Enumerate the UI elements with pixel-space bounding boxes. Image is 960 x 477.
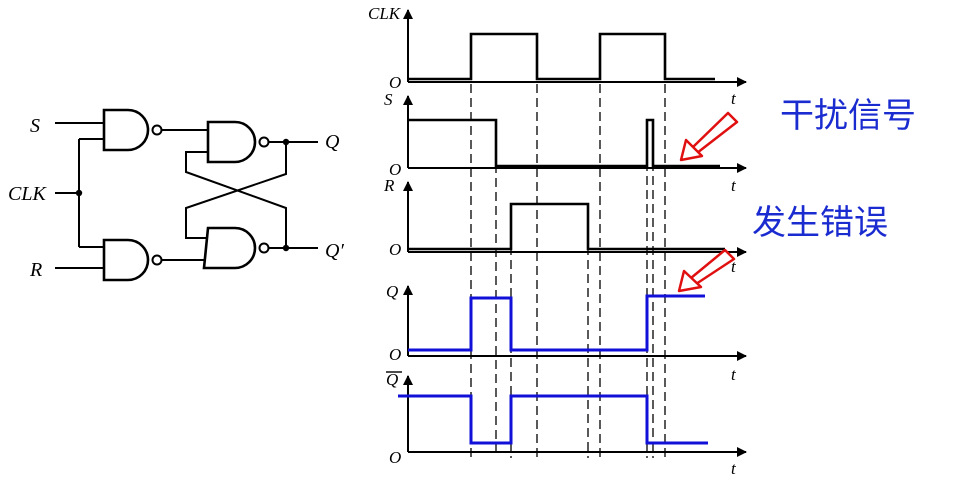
- s-axis-label: S: [384, 90, 393, 109]
- nand-bubble-q: [258, 136, 270, 148]
- output-q-label: Q: [325, 131, 340, 153]
- time-label-q: t: [731, 365, 737, 384]
- origin-qbar: O: [389, 448, 401, 467]
- nand-bubble-r: [151, 254, 163, 266]
- error-arrow-icon: [677, 248, 736, 293]
- feedback-qn-to-top: [185, 151, 287, 248]
- nand-gate-q: [206, 120, 257, 164]
- time-label-r: t: [731, 257, 737, 276]
- input-s-label: S: [30, 115, 40, 137]
- clk-junction: [75, 189, 83, 197]
- interference-annotation: 干扰信号: [780, 96, 916, 136]
- output-qn-label: Q′: [325, 240, 344, 262]
- nand-bubble-qn: [258, 242, 270, 254]
- q-axis-label: Q: [386, 282, 398, 301]
- nand-gate-r: [102, 238, 150, 282]
- r-axis-label: R: [383, 176, 395, 195]
- time-label-s: t: [731, 176, 737, 195]
- interference-arrow-icon: [679, 111, 739, 162]
- feedback-q-to-bottom: [185, 142, 287, 239]
- q-waveform: [408, 294, 705, 352]
- input-r-label: R: [29, 259, 42, 281]
- clk-waveform: [408, 32, 715, 81]
- time-label-qbar: t: [731, 459, 737, 477]
- time-label-clk: t: [731, 89, 737, 108]
- clk-axis-label: CLK: [368, 4, 402, 23]
- qbar-axis-label: Q: [386, 370, 398, 389]
- origin-s: O: [389, 160, 401, 179]
- s-waveform: [408, 118, 720, 168]
- nand-gate-s: [102, 108, 150, 152]
- annotations: 干扰信号 发生错误: [677, 96, 916, 293]
- origin-r: O: [389, 240, 401, 259]
- input-clk-label: CLK: [8, 183, 47, 205]
- circuit: S CLK R Q Q′: [8, 108, 344, 282]
- origin-clk: O: [389, 73, 401, 92]
- error-annotation: 发生错误: [752, 203, 888, 243]
- nand-bubble-s: [151, 124, 163, 136]
- qbar-waveform: [398, 394, 708, 445]
- r-waveform: [408, 202, 725, 251]
- nand-gate-qn: [202, 226, 257, 270]
- origin-q: O: [389, 345, 401, 364]
- timing-diagram: CLK S R Q Q O O O O O t t t t t: [368, 4, 747, 477]
